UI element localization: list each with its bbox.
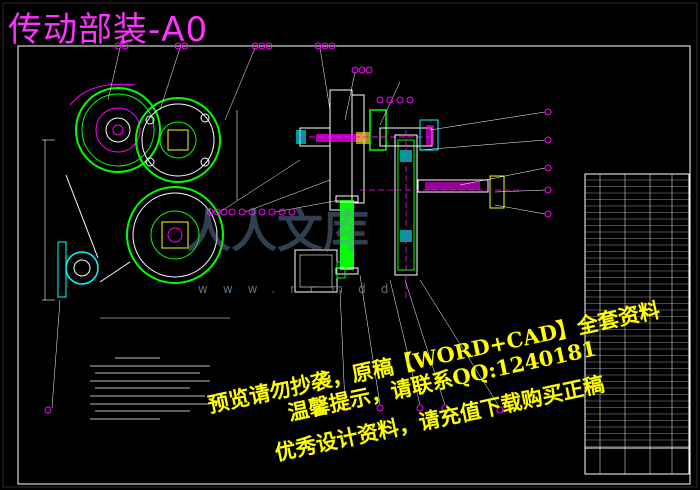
watermark-url: www.rcmdd xyxy=(198,282,404,296)
gear-train-view xyxy=(42,83,238,319)
parts-list-table xyxy=(584,173,690,475)
technical-notes xyxy=(90,357,210,420)
balloons xyxy=(44,42,552,414)
watermark-logo: 人人文库 xyxy=(185,204,369,258)
drawing-title: 传动部装-A0 xyxy=(8,10,209,50)
leader-lines xyxy=(51,47,546,409)
drawing-frame xyxy=(17,45,691,485)
section-view xyxy=(294,89,520,300)
